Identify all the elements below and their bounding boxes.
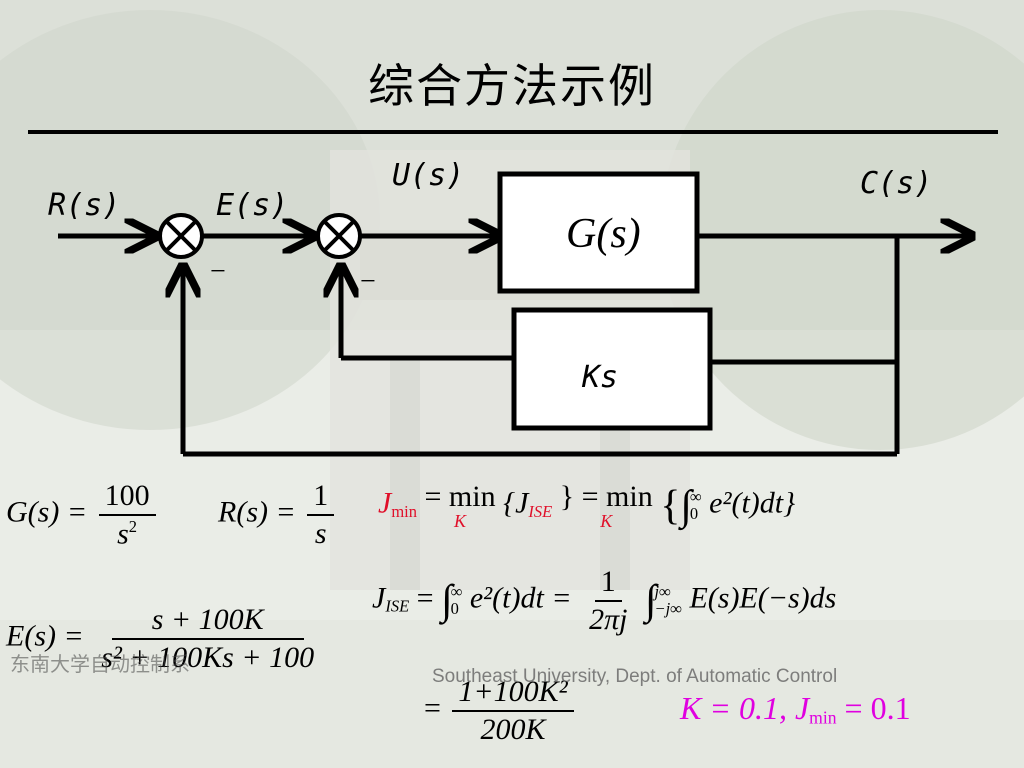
result-num: 1+100K² xyxy=(452,676,574,712)
jmin-min-text: = min xyxy=(424,480,496,513)
jise-integral-limits-2: j∞−j∞ xyxy=(654,582,682,618)
equation-input: R(s) = 1 s xyxy=(218,480,338,549)
feedback-block-label: Ks xyxy=(582,360,619,395)
jise-symbol: J xyxy=(372,581,386,615)
jmin-lower: 0 xyxy=(689,503,699,523)
minus-sign-1: − xyxy=(210,256,226,287)
jise-integrand: e²(t)dt = xyxy=(469,581,572,615)
summing-junction-1 xyxy=(158,213,204,259)
footer-institution-cn: 东南大学自动控制系 xyxy=(10,652,190,676)
jise-upper: ∞ xyxy=(450,582,463,601)
summing-junction-2 xyxy=(316,213,362,259)
jmin-min-k: K xyxy=(454,511,467,531)
final-result-value: = 0.1 xyxy=(844,690,911,726)
plant-eq-num: 100 xyxy=(98,480,156,516)
equation-plant: G(s) = 100 s2 xyxy=(6,480,160,550)
plant-eq-lhs: G(s) = xyxy=(6,495,88,529)
jmin-inner-j: {J xyxy=(503,486,529,520)
jmin-inner-ise: ISE xyxy=(528,501,553,521)
jmin-integral: {∫ xyxy=(660,483,692,529)
jise-eq: = xyxy=(416,581,434,615)
jmin-upper: ∞ xyxy=(689,487,702,507)
control-label: U(s) xyxy=(392,158,465,193)
slide-title: 综合方法示例 xyxy=(368,59,656,113)
jise-frac-num: 1 xyxy=(594,566,622,602)
plant-eq-den-exp: 2 xyxy=(128,516,138,536)
input-eq-fraction: 1 s xyxy=(307,480,335,550)
equation-result: = 1+100K² 200K xyxy=(424,676,578,745)
error-eq-lhs: E(s) = xyxy=(6,619,84,653)
footer-institution-en: Southeast University, Dept. of Automatic… xyxy=(432,666,838,687)
jise-upper-2: j∞ xyxy=(654,582,671,601)
input-label: R(s) xyxy=(48,188,121,223)
title-divider xyxy=(28,130,998,134)
plant-block xyxy=(497,171,700,294)
jmin-integrand: e²(t)dt} xyxy=(709,486,796,520)
error-eq-fraction: s + 100K s² + 100Ks + 100 xyxy=(95,604,320,673)
equation-jise: JISE = ∫∞0 e²(t)dt = 1 2πj ∫j∞−j∞ E(s)E(… xyxy=(372,566,836,635)
jmin-integral-limits: ∞0 xyxy=(690,489,702,522)
feedback-block xyxy=(511,307,713,431)
error-eq-num: s + 100K xyxy=(111,604,304,640)
jise-fraction: 1 2πj xyxy=(583,566,633,635)
result-fraction: 1+100K² 200K xyxy=(452,676,574,746)
plant-eq-fraction: 100 s2 xyxy=(98,480,156,551)
jise-integrand-2: E(s)E(−s)ds xyxy=(689,581,837,615)
final-result-text: K = 0.1, J xyxy=(680,690,810,726)
final-result-sub: min xyxy=(809,707,837,728)
jise-integral-symbol: ∫ xyxy=(441,577,453,624)
jmin-min-k-2: K xyxy=(600,511,613,531)
result-eq-sign: = xyxy=(424,691,441,725)
jise-subscript: ISE xyxy=(385,596,410,616)
minus-sign-2: − xyxy=(360,266,376,297)
final-result: K = 0.1, Jmin = 0.1 xyxy=(680,690,911,728)
jmin-subscript: min xyxy=(391,501,417,521)
result-den: 200K xyxy=(480,712,546,746)
jise-frac-den: 2πj xyxy=(589,602,628,636)
jmin-min-text-2: } = min xyxy=(559,480,653,513)
output-label: C(s) xyxy=(860,166,933,201)
plant-eq-den: s xyxy=(117,517,129,551)
input-eq-lhs: R(s) = xyxy=(218,495,296,529)
equation-error: E(s) = s + 100K s² + 100Ks + 100 xyxy=(6,604,324,673)
jise-lower-2: −j∞ xyxy=(654,598,682,618)
error-label: E(s) xyxy=(216,188,289,223)
plant-label: G(s) xyxy=(566,211,641,257)
input-eq-num: 1 xyxy=(307,480,335,516)
error-eq-den: s² + 100Ks + 100 xyxy=(101,640,315,674)
jise-integral-symbol-2: ∫ xyxy=(644,577,657,624)
jmin-symbol: J xyxy=(378,486,392,520)
jise-integral-limits: ∞0 xyxy=(450,582,463,618)
input-eq-den: s xyxy=(314,516,327,550)
jise-lower: 0 xyxy=(450,598,459,618)
